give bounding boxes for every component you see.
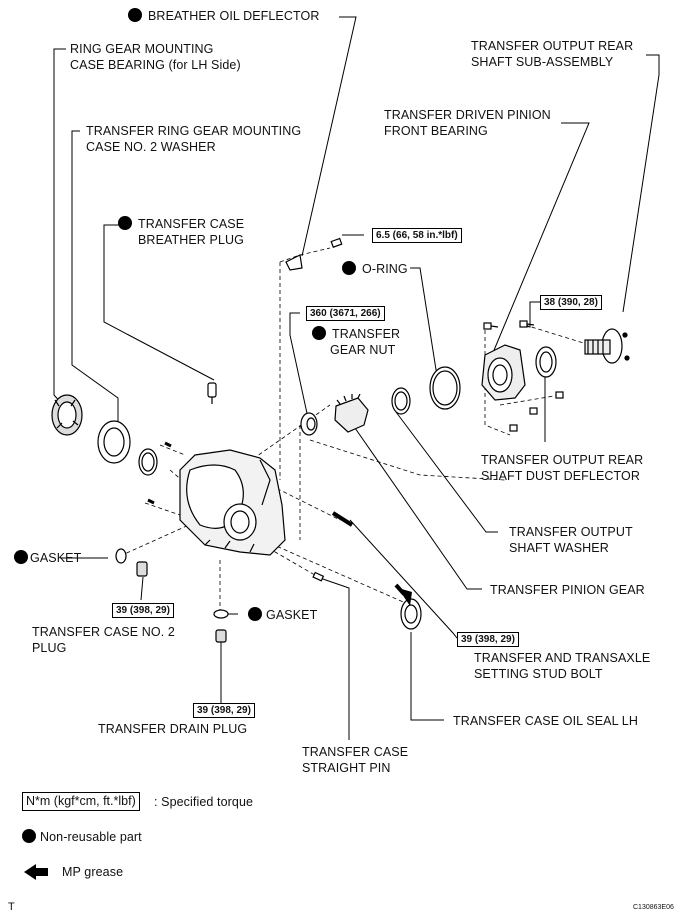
label-breather-oil-deflector: BREATHER OIL DEFLECTOR (128, 8, 319, 24)
gear-nut-part (300, 412, 318, 436)
gasket-left-part (115, 548, 127, 564)
mp-grease-arrow-icon (24, 864, 48, 880)
torque-drain-plug: 39 (398, 29) (193, 703, 255, 718)
label-o-ring: O-RING (342, 261, 408, 277)
non-reusable-dot-icon (22, 829, 36, 843)
rear-bolts-part (483, 320, 564, 432)
non-reusable-dot-icon (312, 326, 326, 340)
non-reusable-dot-icon (14, 550, 28, 564)
leader-ring-gear-washer (71, 130, 119, 425)
stud-bolt-part (331, 511, 354, 527)
legend-torque-desc: : Specified torque (154, 795, 254, 809)
leader-breather-plug (103, 224, 215, 381)
bearing-cup-part (97, 420, 131, 464)
leader-ring-gear-bearing (53, 48, 66, 406)
figure-code: C130863E06 (633, 904, 674, 911)
legend-mp-grease: MP grease (62, 865, 124, 879)
ring-gear-bearing-part (51, 394, 83, 436)
label-oil-seal: TRANSFER CASE OIL SEAL LH (453, 714, 638, 728)
leader-output-rear-shaft (622, 54, 660, 313)
breather-plug-part (207, 382, 217, 404)
leader-stud-bolt (349, 519, 458, 639)
transfer-case-housing-part (179, 449, 286, 556)
case-plug-part (136, 561, 148, 577)
corner-letter: T (8, 901, 15, 913)
legend-non-reusable: Non-reusable part (22, 829, 142, 845)
label-gasket-bottom: GASKET (248, 607, 317, 623)
leader-pinion-gear (354, 427, 482, 590)
oil-seal-part (400, 598, 422, 630)
leader-oil-seal (410, 632, 444, 721)
leader-drain-plug (220, 640, 248, 711)
non-reusable-dot-icon (128, 8, 142, 22)
o-ring-part (429, 366, 461, 410)
leader-output-shaft-washer (395, 411, 498, 533)
straight-pin-part (312, 571, 325, 582)
label-pinion-gear: TRANSFER PINION GEAR (490, 583, 645, 597)
leader-driven-pinion-bearing (491, 122, 590, 356)
driven-pinion-bearing-part (481, 344, 526, 401)
non-reusable-dot-icon (248, 607, 262, 621)
torque-breather-deflector-bolt: 6.5 (66, 58 in.*lbf) (372, 228, 462, 243)
torque-gear-nut: 360 (3671, 266) (306, 306, 385, 321)
washer-part (138, 448, 158, 476)
torque-case-plug: 39 (398, 29) (112, 603, 174, 618)
leader-breather-oil-deflector (301, 16, 357, 257)
torque-stud-bolt: 39 (398, 29) (457, 632, 519, 647)
output-shaft-washer-part (391, 387, 411, 415)
leader-gear-nut (289, 312, 309, 419)
gasket-bottom-part (213, 609, 229, 619)
leader-straight-pin (319, 577, 350, 740)
leader-o-ring (410, 267, 438, 377)
non-reusable-dot-icon (342, 261, 356, 275)
label-gasket-left: GASKET (14, 550, 81, 566)
leader-case-plug (140, 576, 144, 601)
pinion-gear-part (334, 393, 369, 433)
label-drain-plug: TRANSFER DRAIN PLUG (98, 722, 248, 736)
non-reusable-dot-icon (118, 216, 132, 230)
grease-arrow-tail (394, 583, 406, 596)
dust-deflector-part (535, 346, 557, 378)
torque-output-rear-shaft-bolt: 38 (390, 28) (540, 295, 602, 310)
legend-torque-unit: N*m (kgf*cm, ft.*lbf) (22, 792, 140, 811)
drain-plug-part (215, 629, 227, 643)
output-rear-shaft-part (584, 328, 630, 364)
breather-oil-deflector-part (285, 237, 343, 271)
